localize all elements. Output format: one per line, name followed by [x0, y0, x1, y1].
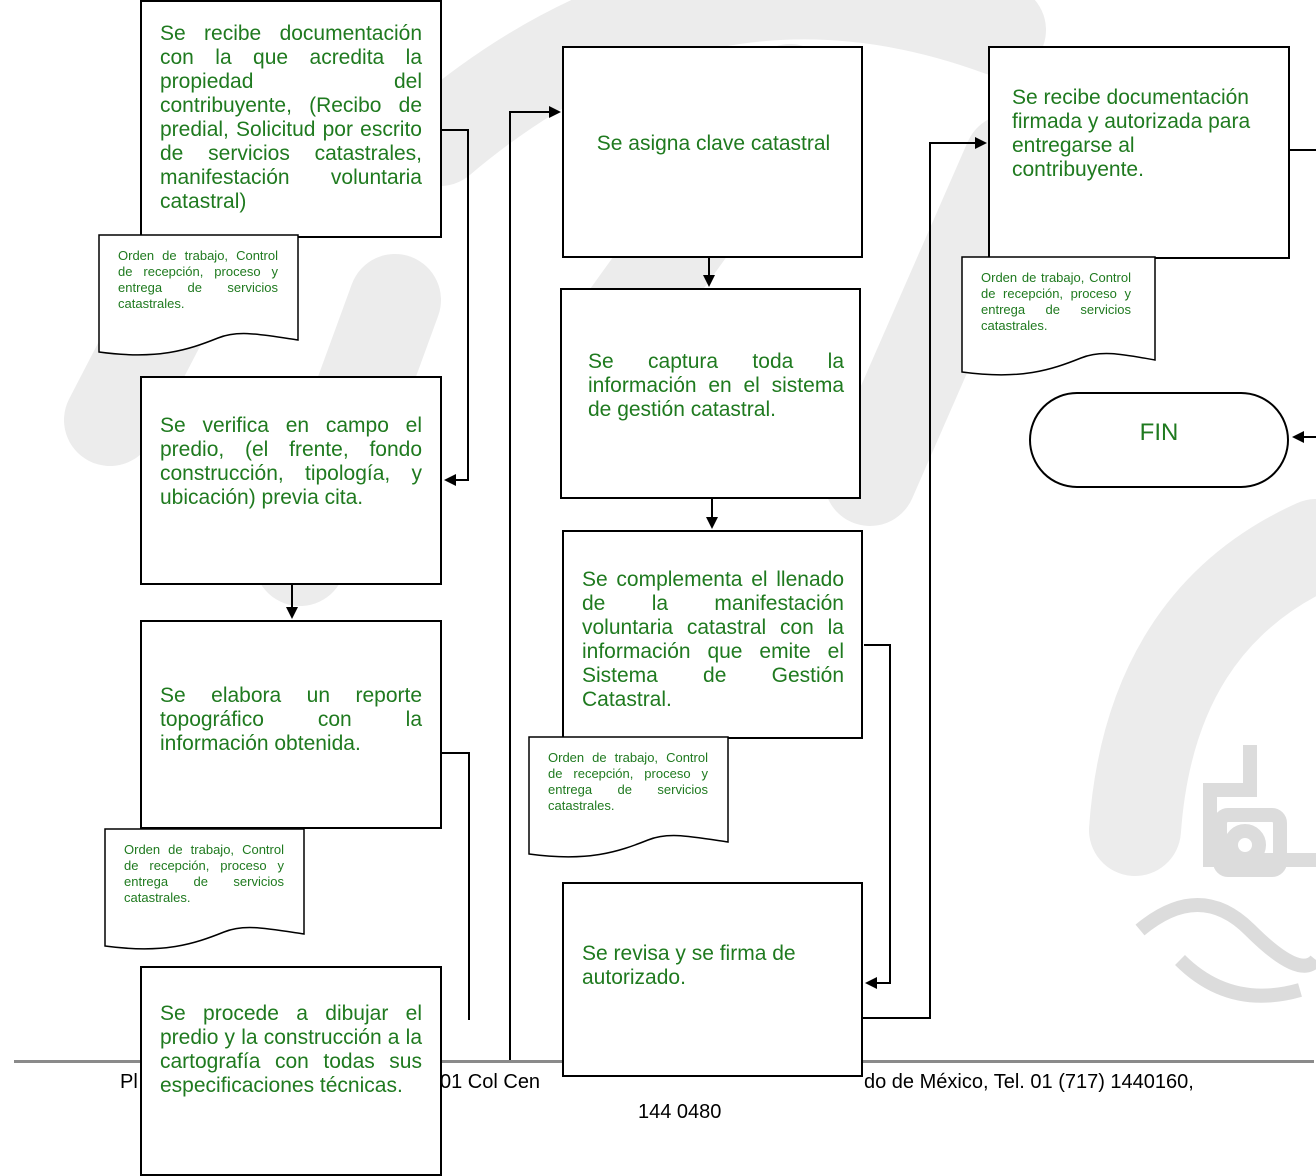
step-text: Se captura toda la información en el sis… [588, 350, 844, 421]
footer-address-mid: 01 Col Cen [440, 1071, 541, 1093]
step-documentacion-firmada: Se recibe documentación firmada y autori… [988, 46, 1290, 259]
document-shape [528, 736, 729, 858]
terminator-fin: FIN [1029, 392, 1289, 488]
document-shape [98, 234, 299, 356]
edge-revisa-to-documentacion [862, 137, 987, 1019]
step-text: Se complementa el llenado de la manifest… [582, 568, 844, 711]
document-shape [104, 828, 305, 950]
edge-recibe-to-verifica [440, 129, 469, 486]
step-recibe-documentacion: Se recibe documentación con la que acred… [140, 0, 442, 238]
step-text: Se recibe documentación con la que acred… [160, 22, 422, 213]
footer-address-right: do de México, Tel. 01 (717) 1440160, [864, 1071, 1194, 1093]
document-orden-trabajo-3: Orden de trabajo, Control de recepción, … [528, 736, 730, 866]
step-text: Se verifica en campo el predio, (el fren… [160, 414, 422, 509]
document-text: Orden de trabajo, Control de recepción, … [981, 270, 1131, 333]
step-text: Se asigna clave catastral [596, 132, 831, 155]
document-orden-trabajo-2: Orden de trabajo, Control de recepción, … [104, 828, 306, 958]
step-text: Se recibe documentación firmada y autori… [1012, 86, 1251, 181]
step-captura-informacion: Se captura toda la información en el sis… [560, 288, 861, 499]
document-orden-trabajo-4: Orden de trabajo, Control de recepción, … [961, 256, 1163, 386]
document-text: Orden de trabajo, Control de recepción, … [124, 842, 284, 905]
footer-phone: 144 0480 [638, 1101, 722, 1123]
document-text: Orden de trabajo, Control de recepción, … [548, 750, 708, 813]
edge-reporte-to-dibujar [440, 752, 470, 1020]
footer-address-left: Pl [120, 1071, 138, 1093]
document-orden-trabajo-1: Orden de trabajo, Control de recepción, … [98, 234, 300, 364]
terminator-label: FIN [1139, 419, 1179, 446]
document-shape [961, 256, 1156, 376]
step-dibujar-predio: Se procede a dibujar el predio y la cons… [140, 966, 442, 1176]
edge-dibujar-to-asigna [509, 106, 561, 1060]
step-complementa-llenado: Se complementa el llenado de la manifest… [562, 530, 863, 739]
step-asigna-clave: Se asigna clave catastral [562, 46, 863, 258]
step-text: Se procede a dibujar el predio y la cons… [160, 1002, 422, 1097]
step-revisa-firma: Se revisa y se firma de autorizado. [562, 882, 863, 1077]
document-text: Orden de trabajo, Control de recepción, … [118, 248, 278, 311]
step-text: Se elabora un reporte topográfico con la… [160, 684, 422, 755]
step-elabora-reporte: Se elabora un reporte topográfico con la… [140, 620, 442, 829]
step-verifica-campo: Se verifica en campo el predio, (el fren… [140, 376, 442, 585]
edge-complementa-to-revisa [864, 644, 891, 989]
step-text: Se revisa y se firma de autorizado. [582, 942, 796, 989]
